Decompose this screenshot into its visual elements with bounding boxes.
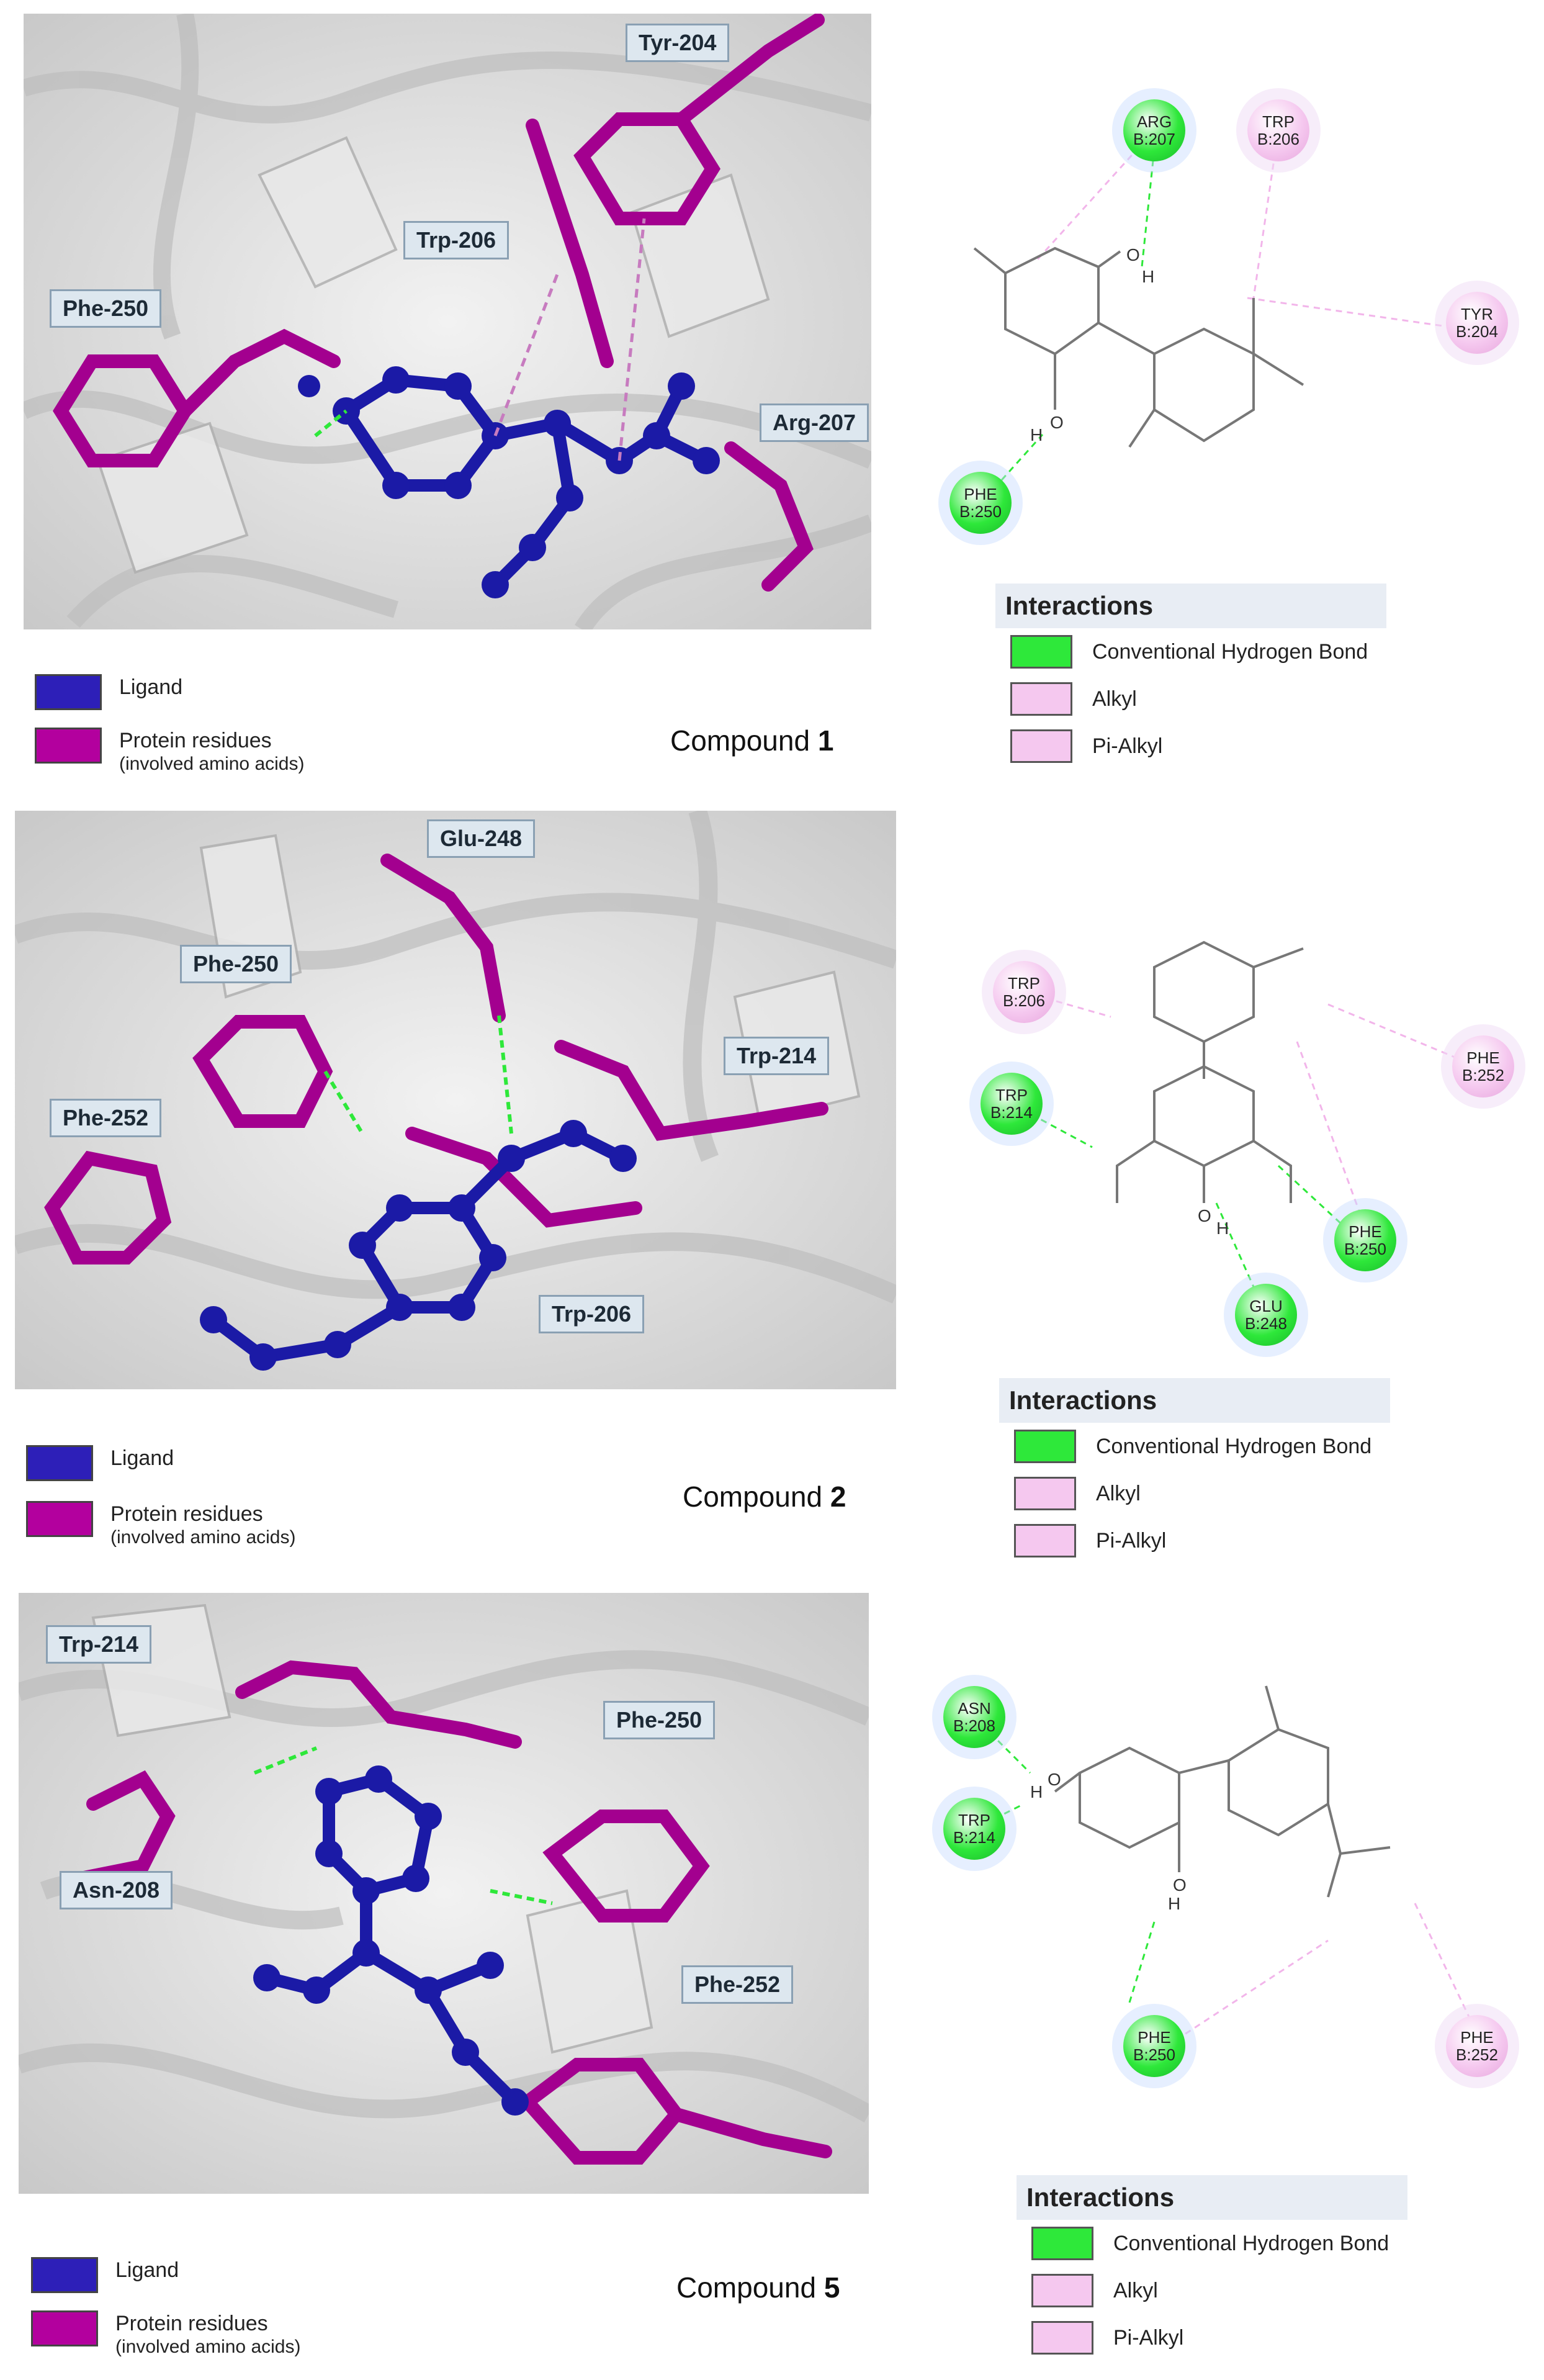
svg-text:O: O xyxy=(1126,245,1140,264)
residue-name: PHE xyxy=(1349,1222,1382,1241)
interactions-legend-3: Interactions Conventional Hydrogen Bond … xyxy=(1017,2175,1407,2361)
residue-chain: B:214 xyxy=(953,1828,995,1847)
residue-name: ARG xyxy=(1136,112,1172,131)
callout-trp-206-b: Trp-206 xyxy=(539,1295,645,1333)
residue-name: PHE xyxy=(1466,1048,1500,1067)
panel-compound-2: Glu-248 Phe-250 Trp-214 Phe-252 Trp-206 … xyxy=(0,793,1544,1587)
callout-glu-248: Glu-248 xyxy=(427,819,536,858)
interactions-hbond-1: Conventional Hydrogen Bond xyxy=(1010,628,1386,675)
legend-protein-sub: (involved amino acids) xyxy=(119,754,305,774)
interactions-alkyl-1: Alkyl xyxy=(1010,675,1386,723)
residue-chain: B:250 xyxy=(1344,1240,1386,1258)
svg-text:O: O xyxy=(1173,1875,1187,1895)
residue-chain: B:248 xyxy=(1245,1314,1287,1333)
legend-ligand-label: Ligand xyxy=(119,675,183,699)
compound-label-3: Compound 5 xyxy=(676,2271,840,2304)
residue-chain: B:250 xyxy=(959,502,1002,521)
svg-text:H: H xyxy=(1216,1219,1229,1238)
legend-ligand-2: Ligand xyxy=(26,1445,174,1481)
interactions-legend-1: Interactions Conventional Hydrogen Bond … xyxy=(995,584,1386,770)
residue-chain: B:250 xyxy=(1133,2045,1175,2064)
compound-prefix-1: Compound xyxy=(670,724,810,757)
legend-protein-3: Protein residues (involved amino acids) xyxy=(31,2310,300,2358)
residue-chain: B:206 xyxy=(1257,130,1299,148)
residue-name: TYR xyxy=(1461,305,1493,323)
legend-protein: Protein residues (involved amino acids) xyxy=(35,728,304,775)
protein-residue-sticks xyxy=(53,14,825,592)
residue-name: GLU xyxy=(1249,1297,1283,1315)
residue-name: TRP xyxy=(1262,112,1295,131)
residue-name: ASN xyxy=(958,1699,991,1718)
svg-text:H: H xyxy=(1030,1782,1043,1801)
residue-name: TRP xyxy=(995,1086,1028,1104)
callout-phe-250-c: Phe-250 xyxy=(603,1701,716,1739)
legend-ligand-3: Ligand xyxy=(31,2257,179,2293)
docking-render-1 xyxy=(24,14,871,629)
panel-compound-1: Tyr-204 Trp-206 Phe-250 Arg-207 Ligand P… xyxy=(0,0,1544,793)
compound-number-1: 1 xyxy=(817,724,834,757)
legend-ligand-swatch xyxy=(35,674,102,710)
callout-trp-214-c: Trp-214 xyxy=(46,1625,152,1664)
svg-text:O: O xyxy=(1198,1206,1211,1225)
residue-name: PHE xyxy=(1460,2028,1494,2047)
svg-text:H: H xyxy=(1168,1894,1180,1913)
callout-phe-252: Phe-252 xyxy=(50,1099,162,1137)
residue-chain: B:252 xyxy=(1456,2045,1498,2064)
docking-render-2 xyxy=(15,811,896,1389)
residue-name: TRP xyxy=(1008,974,1040,993)
compound-label-2: Compound 2 xyxy=(683,1481,846,1513)
compound-label-1: Compound 1 xyxy=(670,724,833,757)
callout-asn-208: Asn-208 xyxy=(60,1871,173,1909)
callout-trp-206: Trp-206 xyxy=(403,221,509,259)
interactions-title-1: Interactions xyxy=(995,584,1386,628)
svg-text:O: O xyxy=(1048,1770,1061,1789)
callout-tyr-204: Tyr-204 xyxy=(626,24,730,62)
svg-text:H: H xyxy=(1030,425,1043,444)
protein-ribbons xyxy=(24,14,871,629)
interactions-pialkyl-1: Pi-Alkyl xyxy=(1010,723,1386,770)
residue-chain: B:252 xyxy=(1462,1066,1504,1084)
residue-chain: B:214 xyxy=(990,1103,1033,1122)
callout-trp-214: Trp-214 xyxy=(724,1037,830,1075)
residue-chain: B:206 xyxy=(1003,991,1045,1010)
interactions-legend-2: Interactions Conventional Hydrogen Bond … xyxy=(999,1378,1390,1564)
residue-name: PHE xyxy=(964,485,997,503)
legend-protein-swatch xyxy=(35,728,102,764)
panel-compound-5: Trp-214 Phe-250 Asn-208 Phe-252 Ligand P… xyxy=(0,1587,1544,2380)
legend-protein-main: Protein residues xyxy=(119,729,272,752)
residue-name: PHE xyxy=(1138,2028,1171,2047)
callout-arg-207: Arg-207 xyxy=(760,403,869,442)
residue-name: TRP xyxy=(958,1811,990,1829)
residue-chain: B:208 xyxy=(953,1716,995,1735)
legend-protein-label: Protein residues (involved amino acids) xyxy=(119,728,304,775)
legend-protein-2: Protein residues (involved amino acids) xyxy=(26,1501,295,1548)
residue-chain: B:207 xyxy=(1133,130,1175,148)
legend-ligand: Ligand xyxy=(35,674,182,710)
render-svg-2 xyxy=(15,811,896,1389)
callout-phe-250-b: Phe-250 xyxy=(180,945,292,983)
svg-text:H: H xyxy=(1142,267,1154,286)
svg-text:O: O xyxy=(1050,413,1064,432)
callout-phe-252-c: Phe-252 xyxy=(681,1965,794,2004)
residue-chain: B:204 xyxy=(1456,322,1498,341)
callout-phe-250: Phe-250 xyxy=(50,289,162,328)
render-svg-1 xyxy=(24,14,871,629)
